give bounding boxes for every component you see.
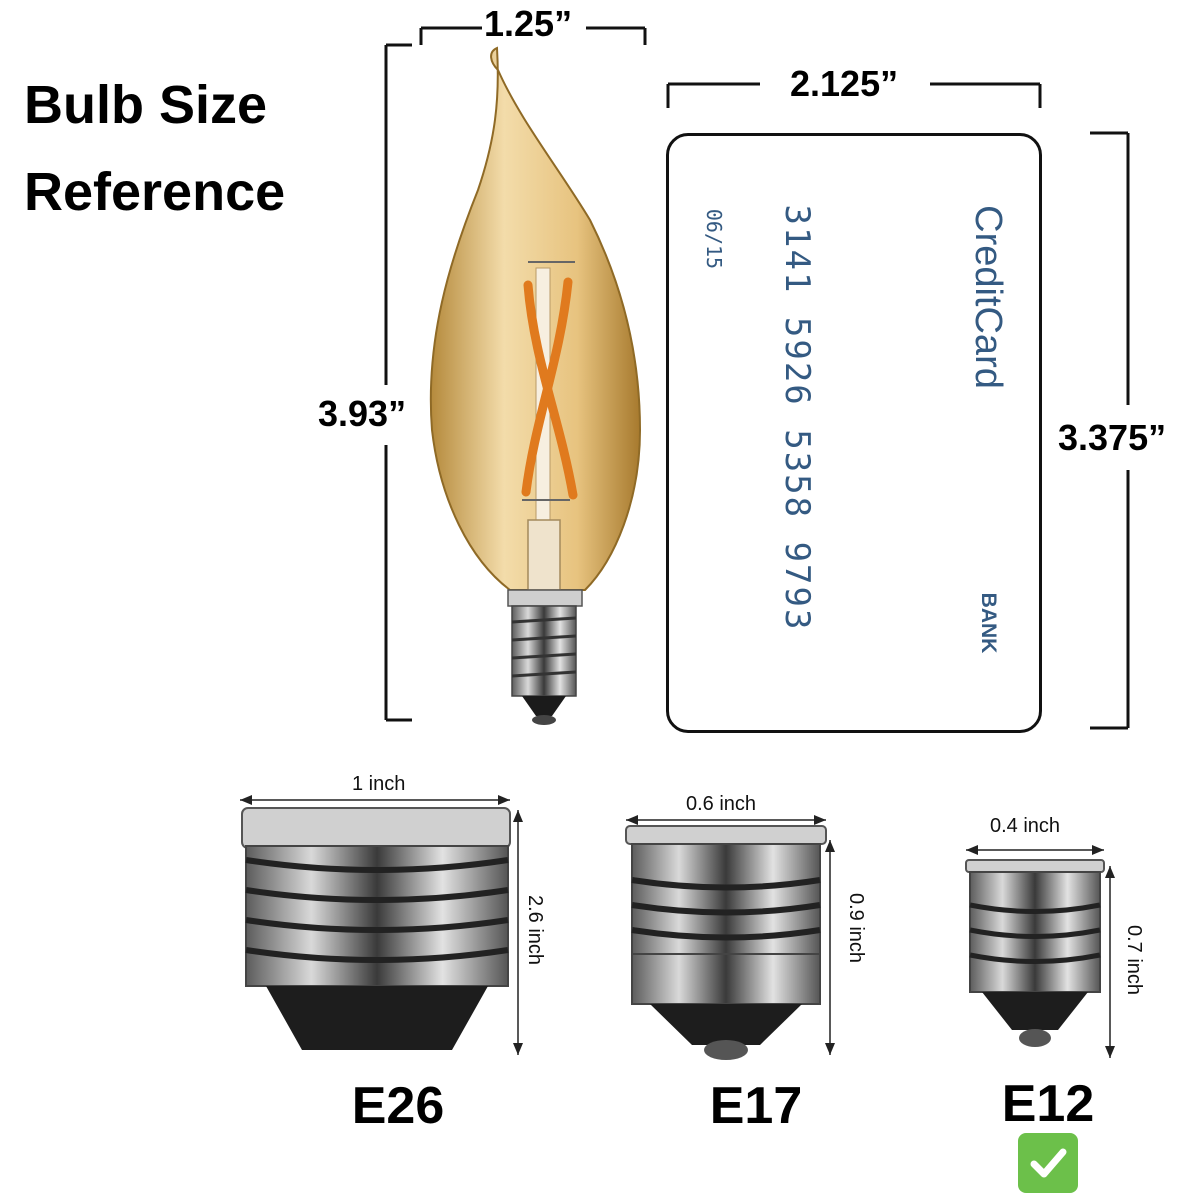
bulb-height-dimension [384, 43, 412, 722]
e17-width-dimension [626, 815, 826, 825]
e17-width-label: 0.6 inch [686, 793, 757, 815]
e26-height-label: 2.6 inch [524, 894, 546, 966]
card-expiry: 06/15 [702, 208, 726, 270]
check-mark-icon [1018, 1133, 1078, 1193]
card-width-dimension [666, 82, 1042, 108]
e17-base [625, 825, 827, 1060]
card-height-dimension [1090, 131, 1130, 730]
e26-height-dimension [513, 810, 523, 1055]
e12-width-label: 0.4 inch [990, 815, 1061, 837]
card-height-label: 3.375” [1058, 417, 1167, 458]
e12-label: E12 [1001, 1075, 1095, 1133]
e17-height-label: 0.9 inch [845, 892, 867, 964]
e26-width-label: 1 inch [352, 773, 406, 795]
title-line-2: Reference [24, 162, 286, 222]
card-number: 3141 5926 5358 9793 [777, 204, 817, 632]
e12-height-label: 0.7 inch [1123, 924, 1145, 996]
e12-width-dimension [966, 845, 1104, 855]
flame-tip-bulb [429, 46, 642, 725]
title-line-1: Bulb Size [24, 75, 268, 135]
e17-label: E17 [709, 1077, 803, 1135]
e17-height-dimension [825, 840, 835, 1055]
card-width-label: 2.125” [790, 63, 899, 104]
card-brand: CreditCard [967, 205, 1010, 389]
card-bank: BANK [977, 592, 1000, 654]
credit-card [666, 133, 1042, 733]
bulb-width-label: 1.25” [484, 3, 573, 44]
e26-base [241, 807, 511, 1050]
bulb-width-dimension [419, 26, 647, 45]
e12-base [965, 859, 1105, 1047]
bulb-height-label: 3.93” [318, 393, 407, 434]
e26-width-dimension [240, 795, 510, 805]
e12-height-dimension [1105, 866, 1115, 1058]
e26-label: E26 [351, 1077, 445, 1135]
